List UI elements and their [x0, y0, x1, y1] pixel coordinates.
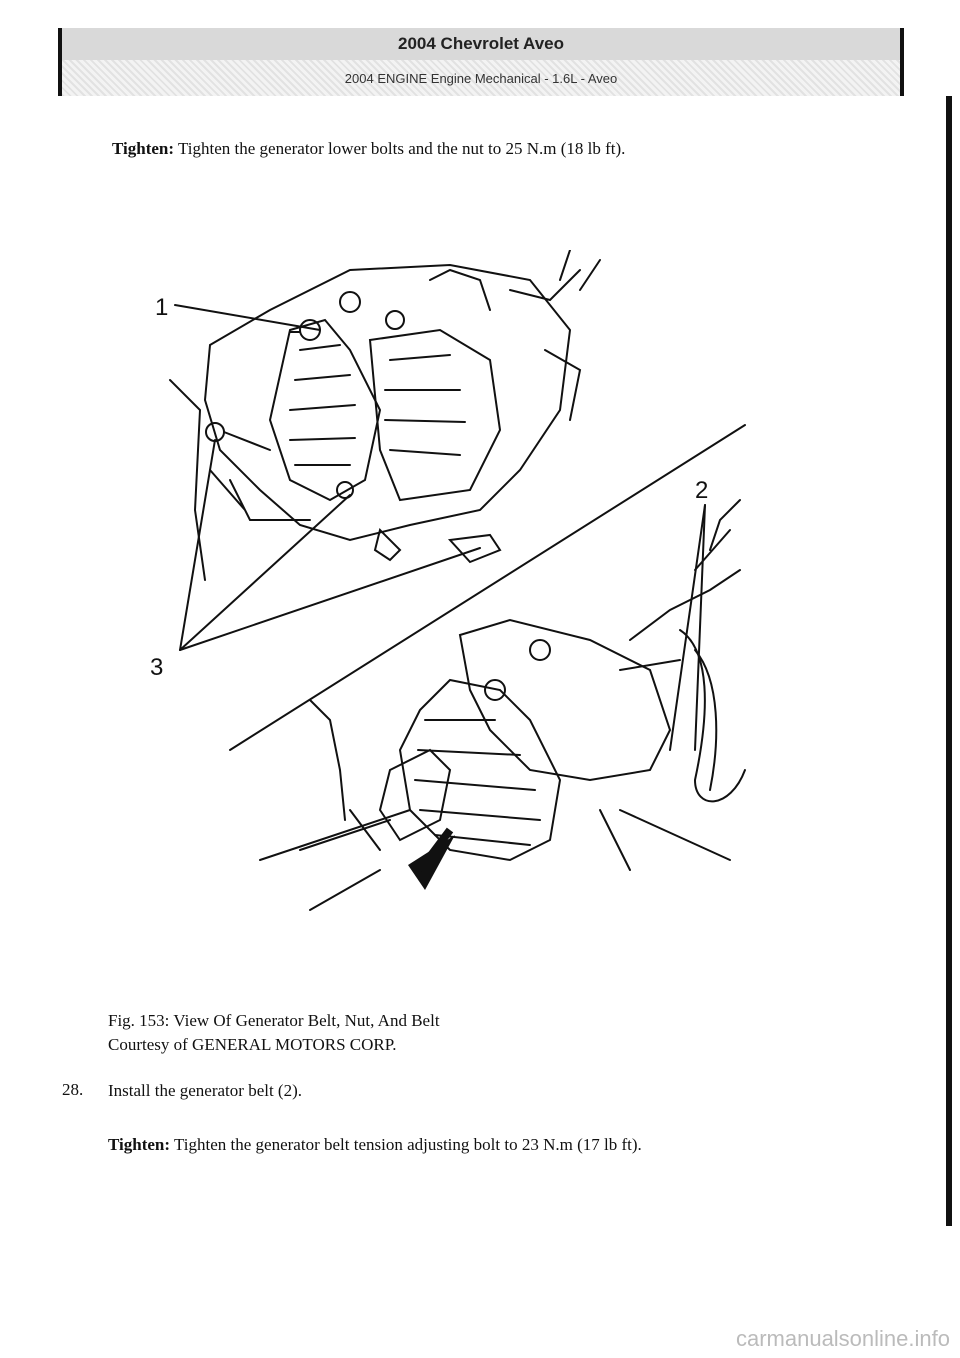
leader-line-3a	[179, 439, 216, 651]
tighten-instruction-2: Tighten: Tighten the generator belt tens…	[108, 1134, 642, 1156]
tighten-instruction-1: Tighten: Tighten the generator lower bol…	[112, 138, 625, 160]
lower-engine-housing	[458, 618, 672, 782]
figure-courtesy: Courtesy of GENERAL MOTORS CORP.	[108, 1035, 397, 1054]
figure-caption: Fig. 153: View Of Generator Belt, Nut, A…	[108, 1011, 440, 1030]
callout-1: 1	[155, 294, 168, 321]
tighten-text: Tighten the generator lower bolts and th…	[178, 139, 626, 158]
step-number: 28.	[62, 1080, 84, 1099]
tighten-text: Tighten the generator belt tension adjus…	[174, 1135, 642, 1154]
leader-line-2	[669, 504, 706, 751]
document-title: 2004 Chevrolet Aveo	[62, 28, 900, 60]
page-header: 2004 Chevrolet Aveo 2004 ENGINE Engine M…	[58, 28, 904, 96]
page-margin-rule	[946, 96, 952, 1226]
site-watermark: carmanualsonline.info	[735, 1326, 950, 1351]
step-text: Install the generator belt (2).	[108, 1081, 303, 1100]
document-subtitle: 2004 ENGINE Engine Mechanical - 1.6L - A…	[62, 60, 900, 96]
callout-3: 3	[150, 654, 163, 681]
upper-bracket	[368, 328, 502, 502]
generator-belt-illustration: 1 2 3	[150, 250, 746, 911]
upper-engine-housing	[203, 263, 572, 542]
direction-arrow-icon	[408, 835, 455, 890]
tighten-label: Tighten:	[112, 139, 175, 158]
tighten-label: Tighten:	[108, 1135, 171, 1154]
upper-generator-body	[268, 318, 382, 502]
section-divider-line	[229, 424, 746, 751]
lower-generator-body	[398, 678, 562, 862]
lower-bolt-right	[447, 533, 502, 564]
generator-pulley	[378, 748, 452, 842]
leader-line-1	[174, 304, 321, 331]
callout-2: 2	[695, 477, 708, 504]
